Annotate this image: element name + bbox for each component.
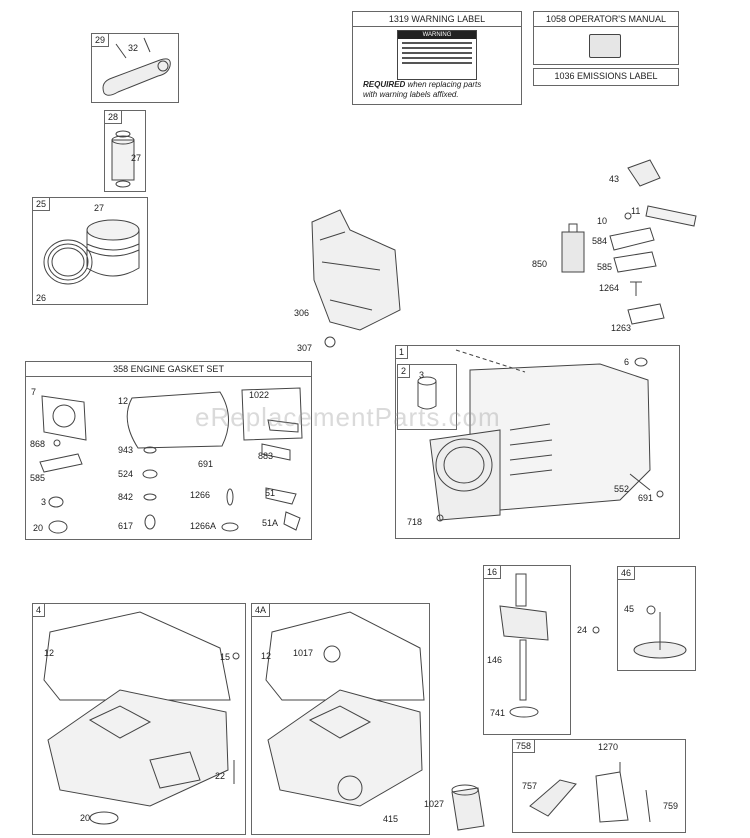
gasket-label-51a[interactable]: 51A <box>262 518 279 528</box>
box-tag-758: 758 <box>513 740 536 753</box>
manual-book-icon <box>589 34 621 58</box>
sump-icon <box>43 611 240 825</box>
cylinder-label-691[interactable]: 691 <box>638 493 654 503</box>
governor-box[interactable]: 758 <box>512 739 686 833</box>
gear-label-45[interactable]: 45 <box>624 604 635 614</box>
cylinder-label-552[interactable]: 552 <box>614 484 630 494</box>
gasket-label-3[interactable]: 3 <box>41 497 47 507</box>
box-tag-1: 1 <box>396 346 409 359</box>
part-label-1264[interactable]: 1264 <box>599 283 620 293</box>
watermark: eReplacementParts.com <box>195 402 501 432</box>
part-label-584[interactable]: 584 <box>592 236 608 246</box>
governor-icon <box>529 762 651 823</box>
part-label-10[interactable]: 10 <box>597 216 608 226</box>
warning-note-rest: when replacing parts <box>405 80 482 89</box>
gasket-label-943[interactable]: 943 <box>118 445 134 455</box>
warning-sticker-icon: WARNING <box>397 30 477 80</box>
box-tag-4: 4 <box>33 604 46 617</box>
gasket-label-883[interactable]: 883 <box>258 451 274 461</box>
part-label-43[interactable]: 43 <box>609 174 620 184</box>
gasket-label-868[interactable]: 868 <box>30 439 46 449</box>
part-label-27-pin[interactable]: 27 <box>131 153 142 163</box>
part-label-32[interactable]: 32 <box>128 43 139 53</box>
gasket-icons <box>39 387 303 534</box>
sump4a-label-12[interactable]: 12 <box>261 651 272 661</box>
cylinder-label-718[interactable]: 718 <box>407 517 423 527</box>
gasket-label-585[interactable]: 585 <box>30 473 46 483</box>
gasket-label-7[interactable]: 7 <box>31 387 37 397</box>
part-label-585-right[interactable]: 585 <box>597 262 613 272</box>
sump-label-20[interactable]: 20 <box>80 813 91 823</box>
gasket-label-1022[interactable]: 1022 <box>249 390 270 400</box>
box-tag-46: 46 <box>618 567 636 580</box>
gasket-label-12[interactable]: 12 <box>118 396 129 406</box>
emissions-label-box[interactable]: 1036 EMISSIONS LABEL <box>533 68 679 86</box>
sump-label-22[interactable]: 22 <box>215 771 226 781</box>
warning-note: REQUIRED when replacing parts with warni… <box>363 80 518 100</box>
oil-filter-label-1027[interactable]: 1027 <box>424 799 445 809</box>
part-label-850[interactable]: 850 <box>532 259 548 269</box>
gasket-label-1266[interactable]: 1266 <box>190 490 211 500</box>
crank-label-741[interactable]: 741 <box>490 708 506 718</box>
operators-manual-title: 1058 OPERATOR'S MANUAL <box>534 12 678 27</box>
crank-label-146[interactable]: 146 <box>487 655 503 665</box>
governor-label-757[interactable]: 757 <box>522 781 538 791</box>
box-tag-4a: 4A <box>252 604 271 617</box>
emissions-label-title: 1036 EMISSIONS LABEL <box>554 71 658 81</box>
box-tag-2: 2 <box>398 365 411 378</box>
warning-note-line2: with warning labels affixed. <box>363 90 459 99</box>
governor-label-1270[interactable]: 1270 <box>598 742 619 752</box>
connecting-rod-icon <box>102 37 171 96</box>
gasket-label-524[interactable]: 524 <box>118 469 134 479</box>
sump4a-label-415[interactable]: 415 <box>383 814 399 824</box>
box-tag-16: 16 <box>484 566 502 579</box>
sump-label-12[interactable]: 12 <box>44 648 55 658</box>
cylinder-label-3[interactable]: 3 <box>419 370 425 380</box>
warning-sticker-text: WARNING <box>398 31 476 39</box>
gasket-label-842[interactable]: 842 <box>118 492 134 502</box>
gasket-label-617[interactable]: 617 <box>118 521 134 531</box>
sump4a-label-1017[interactable]: 1017 <box>293 648 314 658</box>
box-tag-25: 25 <box>33 198 51 211</box>
cam-gear-icon <box>633 605 687 659</box>
warning-label-title: 1319 WARNING LABEL <box>353 12 521 27</box>
warning-note-bold: REQUIRED <box>363 80 406 89</box>
gasket-label-1266a[interactable]: 1266A <box>190 521 217 531</box>
cylinder-label-6[interactable]: 6 <box>624 357 630 367</box>
part-label-11[interactable]: 11 <box>631 206 641 216</box>
breather-icon <box>561 159 697 325</box>
gasket-label-20[interactable]: 20 <box>33 523 44 533</box>
piston-pin-icon <box>111 130 135 188</box>
piston-icon <box>43 219 140 285</box>
sleeve-box[interactable]: 2 <box>397 364 457 430</box>
part-label-26[interactable]: 26 <box>36 293 47 303</box>
part-label-27-piston[interactable]: 27 <box>94 203 105 213</box>
governor-label-759[interactable]: 759 <box>663 801 679 811</box>
part-label-1263[interactable]: 1263 <box>611 323 632 333</box>
box-tag-29: 29 <box>92 34 110 47</box>
gasket-set-title: 358 ENGINE GASKET SET <box>26 362 311 377</box>
cylinder-block-icon <box>417 349 664 522</box>
sump-4a-icon <box>265 611 485 831</box>
warning-label-box[interactable]: 1319 WARNING LABEL WARNING REQUIRED when… <box>352 11 522 105</box>
part-label-306[interactable]: 306 <box>294 308 310 318</box>
gasket-label-691[interactable]: 691 <box>198 459 214 469</box>
operators-manual-box[interactable]: 1058 OPERATOR'S MANUAL <box>533 11 679 65</box>
key-label-24[interactable]: 24 <box>577 625 588 635</box>
crankshaft-icon <box>499 573 600 718</box>
box-tag-28: 28 <box>105 111 123 124</box>
sump-label-15[interactable]: 15 <box>220 652 231 662</box>
blower-housing-icon <box>311 209 401 348</box>
engine-gasket-set-box[interactable]: 358 ENGINE GASKET SET <box>25 361 312 540</box>
part-label-307[interactable]: 307 <box>297 343 313 353</box>
gasket-label-51[interactable]: 51 <box>265 488 276 498</box>
